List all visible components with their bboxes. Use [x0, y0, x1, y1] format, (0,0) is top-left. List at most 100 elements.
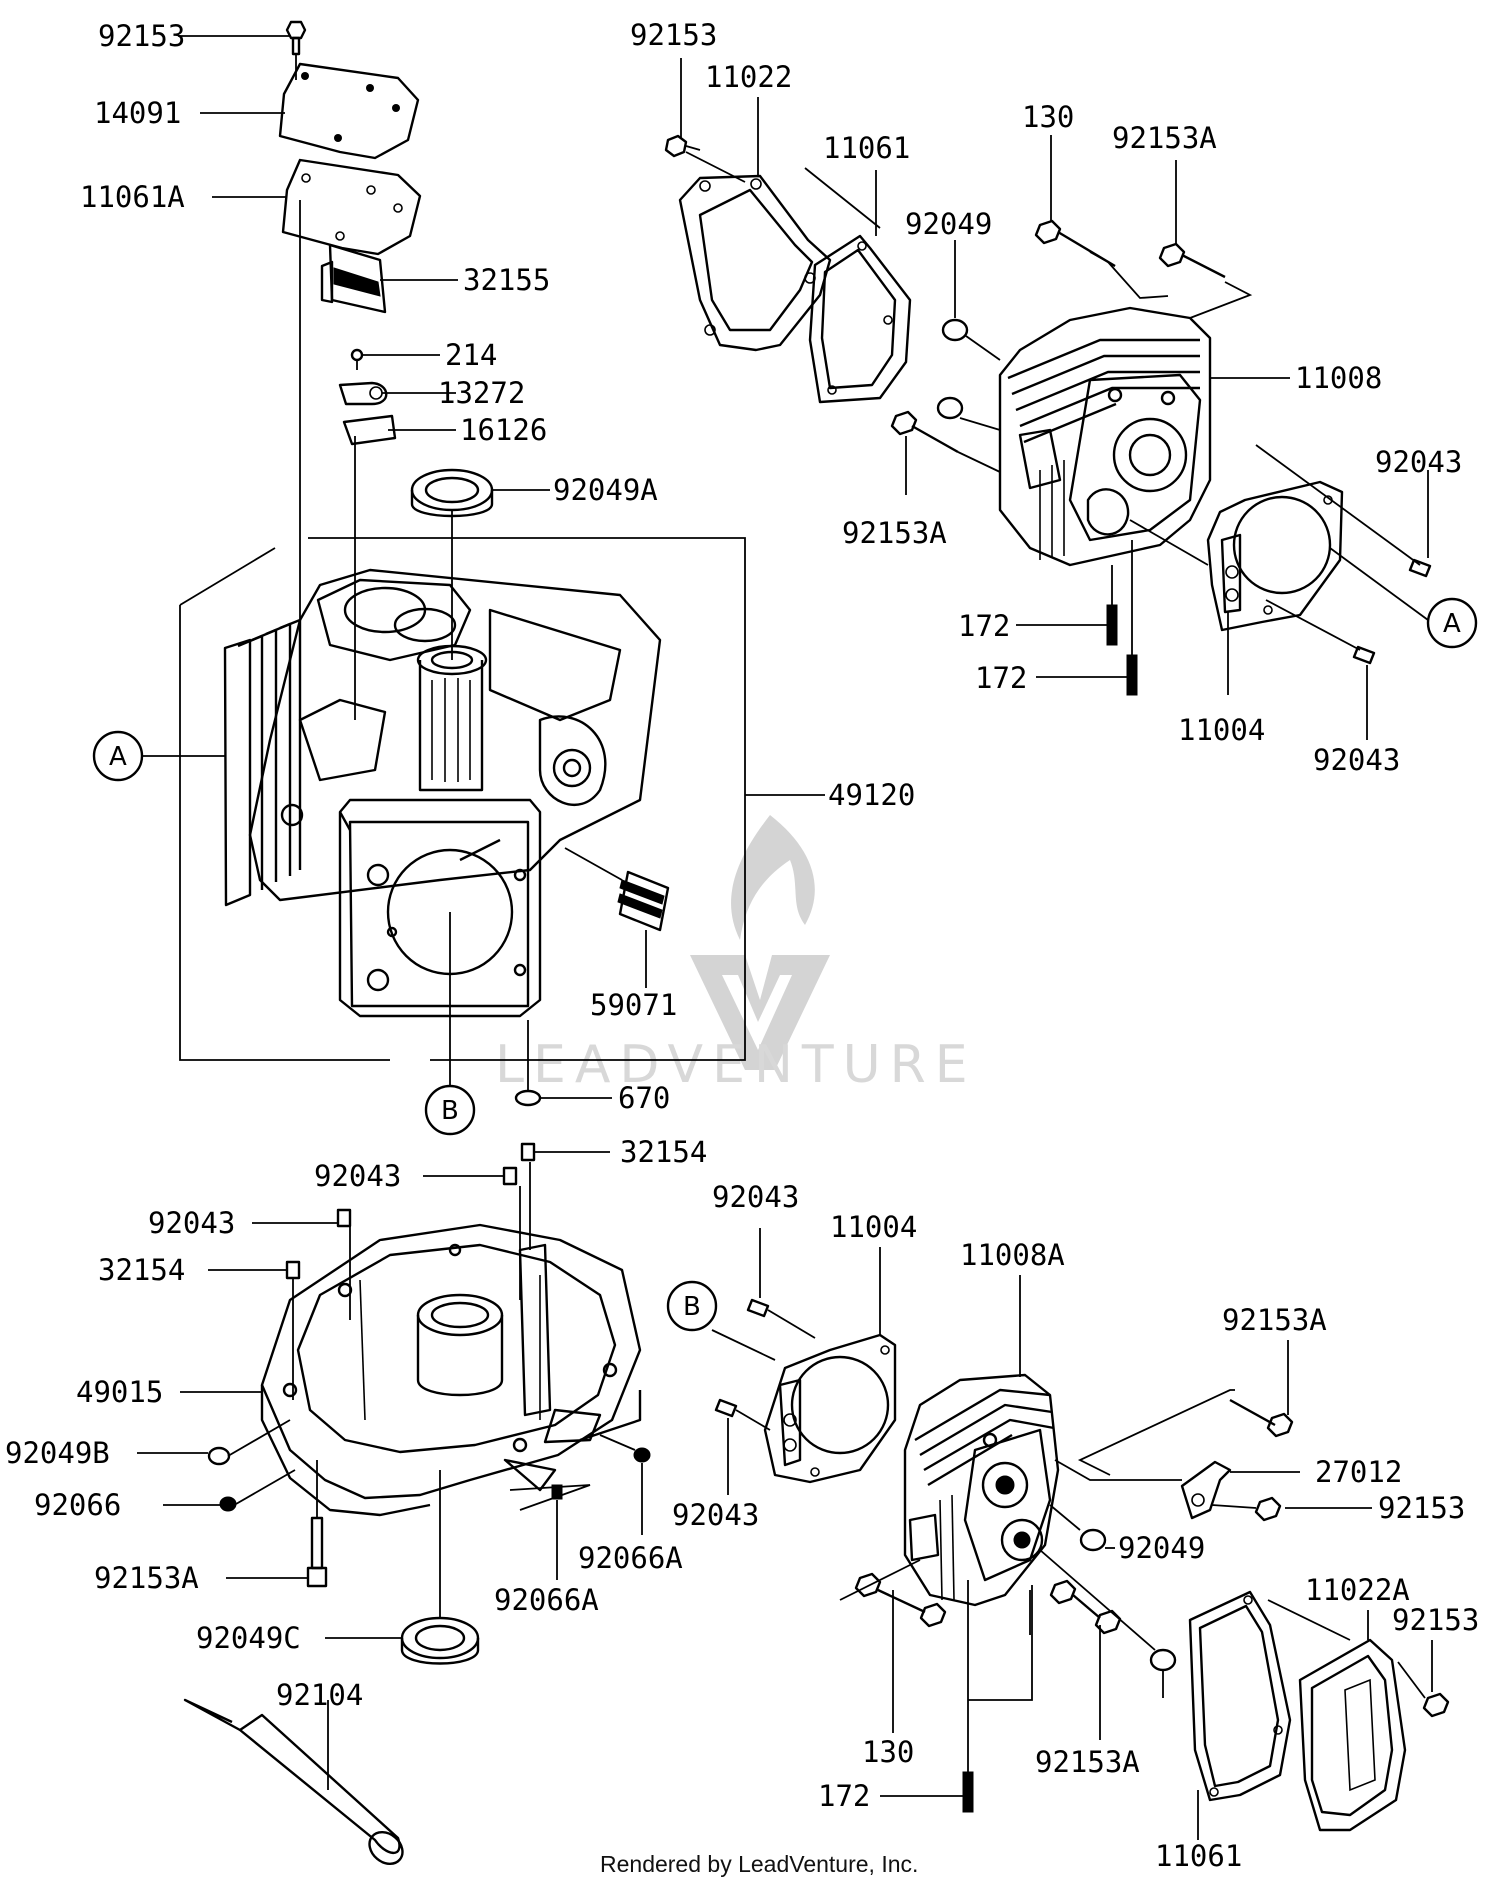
dowel-92043-upper-bottom	[1352, 645, 1376, 665]
bracket-27012	[1180, 1460, 1232, 1520]
cap-92049-lr-a	[1079, 1528, 1107, 1552]
stud-172-lower	[962, 1771, 974, 1813]
watermark-text: LEADVENTURE	[495, 1035, 977, 1095]
callout-92043-upper-right: 92043	[1375, 445, 1462, 479]
reference-marker-A-left: A	[92, 730, 144, 782]
bolt-92153-top	[285, 20, 307, 80]
callout-11004-upper: 11004	[1178, 713, 1265, 747]
callout-172-lower: 172	[818, 1779, 870, 1813]
cap-92049-upper-b	[936, 396, 964, 420]
callout-92153A-upper-top: 92153A	[1112, 121, 1217, 155]
callout-92153-top: 92153	[98, 19, 185, 53]
lower-cylinder-head-assembly	[711, 1228, 1450, 1840]
bolt-92153A-lr-right	[1229, 1398, 1294, 1438]
gasket-11004-lower	[763, 1333, 897, 1484]
bolt-92153-lr-right	[1422, 1692, 1450, 1718]
crankcase-cover-assembly	[137, 1142, 651, 1865]
gasket-11061A	[281, 158, 422, 256]
upper-cylinder-head-assembly	[664, 58, 1432, 740]
callout-92153-upper: 92153	[630, 18, 717, 52]
callout-92049-lr: 92049	[1118, 1531, 1205, 1565]
svg-text:B: B	[441, 1096, 459, 1126]
reference-marker-A-right: A	[1426, 597, 1478, 649]
dowel-32154-top	[520, 1142, 610, 1162]
callout-32154-top: 32154	[620, 1135, 707, 1169]
bolt-92153A-upper-left	[890, 410, 959, 454]
bolt-92153-upper	[664, 134, 701, 158]
dowel-92043-upper-right	[1408, 558, 1432, 578]
bolt-92153A-upper-top	[1158, 242, 1226, 279]
callout-27012: 27012	[1315, 1455, 1402, 1489]
callout-92153A-upper-left: 92153A	[842, 516, 947, 550]
callout-92049C: 92049C	[196, 1621, 301, 1655]
callout-214: 214	[445, 338, 497, 372]
callout-172-upper-b: 172	[975, 661, 1027, 695]
nut-92066	[219, 1496, 237, 1512]
callout-92043-lr-top: 92043	[712, 1180, 799, 1214]
callout-11008: 11008	[1295, 361, 1382, 395]
callout-92049A: 92049A	[553, 473, 658, 507]
callout-16126: 16126	[460, 413, 547, 447]
callout-92043-upper-bottom: 92043	[1313, 743, 1400, 777]
callout-92049-upper: 92049	[905, 207, 992, 241]
screw-214	[350, 348, 364, 370]
bolt-92153A-lr-bottom	[1049, 1579, 1122, 1635]
plate-16126	[342, 414, 397, 446]
seal-92049A	[410, 468, 494, 518]
valve-cover-11022	[678, 174, 832, 352]
bolt-92153-lr-mid	[1254, 1496, 1282, 1522]
callout-32154-left: 32154	[98, 1253, 185, 1287]
callout-92153-lr-mid: 92153	[1378, 1491, 1465, 1525]
svg-text:A: A	[109, 742, 127, 772]
nut-92049B	[207, 1446, 231, 1466]
cylinder-head-11008A	[903, 1373, 1060, 1607]
callout-92153A-lr-right: 92153A	[1222, 1303, 1327, 1337]
plug-92066A-mid	[551, 1484, 563, 1500]
callout-14091: 14091	[94, 96, 181, 130]
callout-130-upper: 130	[1022, 100, 1074, 134]
callout-92153A-lr-bottom: 92153A	[1035, 1745, 1140, 1779]
crankcase-cover-49015	[260, 1223, 642, 1517]
svg-text:A: A	[1443, 609, 1461, 639]
valve-cover-11022A	[1298, 1638, 1407, 1832]
callout-11022: 11022	[705, 60, 792, 94]
cylinder-block-49120	[223, 568, 662, 1018]
callout-11061-upper: 11061	[823, 131, 910, 165]
callout-92049B: 92049B	[5, 1436, 110, 1470]
callout-92043-low-b: 92043	[148, 1206, 235, 1240]
callout-32155: 32155	[463, 263, 550, 297]
bolt-130-upper	[1034, 219, 1116, 268]
callout-11022A: 11022A	[1305, 1573, 1410, 1607]
reference-marker-B-lower: B	[666, 1280, 718, 1332]
dowel-92043-low-a	[423, 1166, 518, 1186]
callout-172-upper-a: 172	[958, 609, 1010, 643]
callout-92066A-right: 92066A	[578, 1541, 683, 1575]
filter-59071	[564, 847, 670, 988]
gasket-11061-upper	[808, 234, 912, 404]
bolt-130-lower	[854, 1572, 947, 1628]
callout-49120: 49120	[828, 778, 915, 812]
callout-92153A-low: 92153A	[94, 1561, 199, 1595]
stud-172-upper-a	[1106, 565, 1118, 646]
dowel-92043-lr-top	[746, 1298, 770, 1318]
callout-92043-lr-left: 92043	[672, 1498, 759, 1532]
dowel-92043-lr-left	[714, 1398, 738, 1418]
callout-92104: 92104	[276, 1678, 363, 1712]
callout-13272: 13272	[438, 376, 525, 410]
callout-59071: 59071	[590, 988, 677, 1022]
callout-11008A: 11008A	[960, 1238, 1065, 1272]
sealant-tube-92104	[183, 1698, 404, 1865]
callout-11061-lower: 11061	[1155, 1839, 1242, 1873]
stud-172-upper-b	[1126, 540, 1138, 696]
watermark-logo: LEADVENTURE	[495, 815, 977, 1095]
callout-92043-low-a: 92043	[314, 1159, 401, 1193]
callout-670: 670	[618, 1081, 670, 1115]
callout-130-lower: 130	[862, 1735, 914, 1769]
gasket-11004-upper	[1206, 480, 1344, 632]
bolt-92153A-low	[306, 1460, 328, 1588]
cap-92049-lr-b	[1149, 1648, 1177, 1672]
callout-11004-lower: 11004	[830, 1210, 917, 1244]
cover-14091	[278, 62, 420, 160]
callout-92153-lr-right: 92153	[1392, 1603, 1479, 1637]
